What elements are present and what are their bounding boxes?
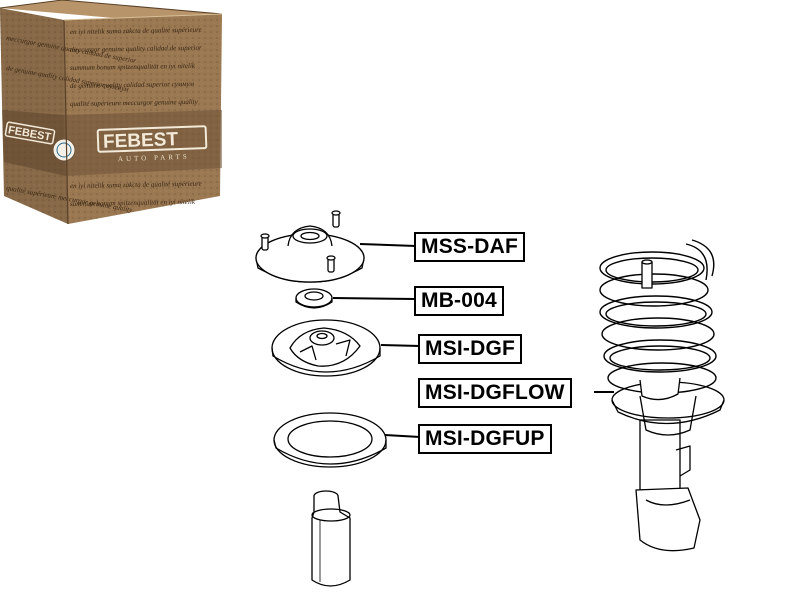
part-label-mb-004: MB-004 (414, 286, 504, 316)
brand-logo-text: FEBEST (103, 129, 179, 153)
box-tagline: de genuine quality calidad superior сумм… (70, 80, 195, 90)
part-label-msi-dgf: MSI-DGF (418, 334, 523, 364)
spring-insulator-drawing (273, 412, 387, 468)
dust-boot-drawing (311, 490, 351, 587)
strut-assembly-drawing (599, 239, 725, 552)
brand-subtitle: AUTO PARTS (118, 153, 190, 164)
mount-bearing-drawing (295, 288, 333, 309)
leader-line (384, 434, 421, 438)
leader-line (380, 344, 421, 347)
quality-seal-icon (52, 138, 76, 162)
box-tagline: summum bonum spitzenqualität en iyi nite… (70, 62, 196, 72)
part-label-mss-daf: MSS-DAF (414, 232, 526, 262)
box-tagline: meccurgor genuine quality calidad de sup… (70, 44, 202, 54)
leader-line (332, 297, 417, 300)
part-label-msi-dgflow: MSI-DGFLOW (418, 378, 572, 408)
box-tagline: en iyi nitelik suma zakcta de qualité su… (70, 26, 202, 36)
febest-packaging-box: en iyi nitelik suma zakcta de qualité su… (0, 0, 223, 225)
strut-mount-drawing (255, 210, 365, 283)
box-tagline: qualité supérieure meccurgor genuine qua… (70, 98, 199, 108)
part-label-msi-dgfup: MSI-DGFUP (418, 424, 552, 454)
spring-seat-drawing (271, 319, 381, 377)
leader-line (359, 243, 417, 247)
box-tagline: en iyi nitelik suma zakcta de qualité su… (70, 180, 202, 190)
box-tagline: summum bonum spitzenqualität en iyi nite… (70, 198, 196, 208)
